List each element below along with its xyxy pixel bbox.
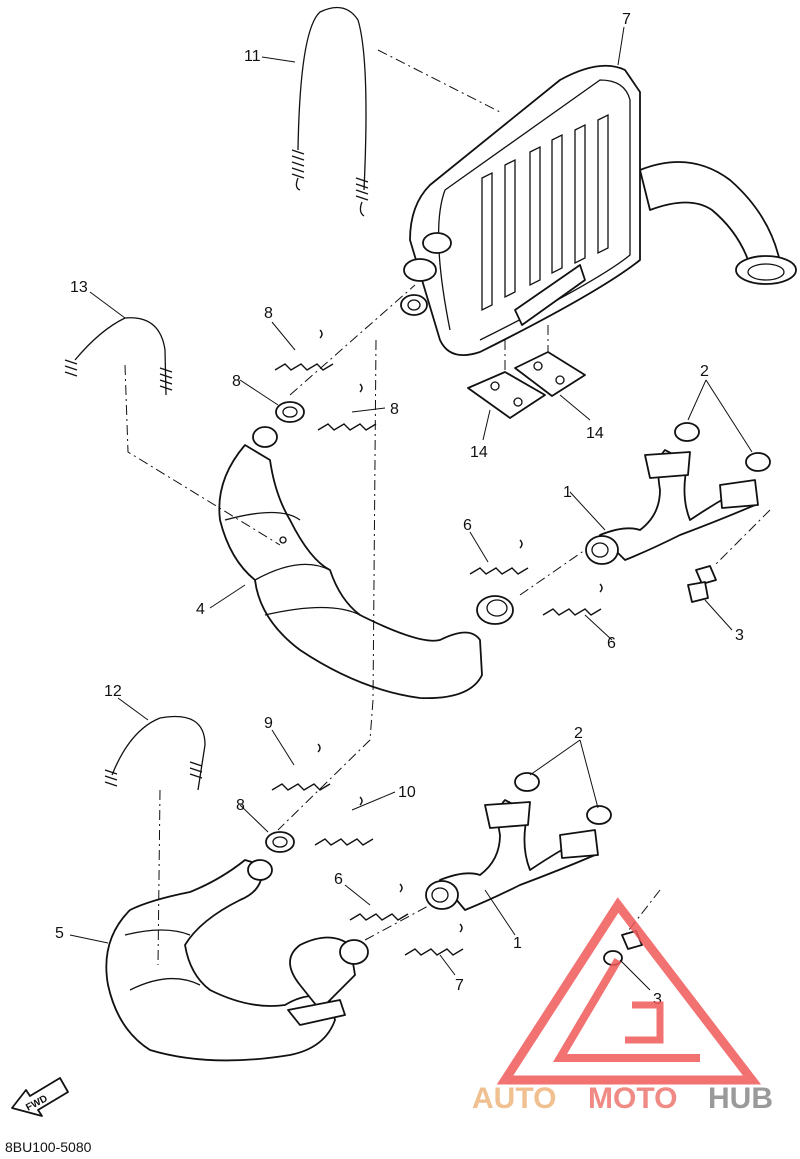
diagram-code: 8BU100-5080 xyxy=(5,1139,92,1155)
spring-part-8-upper-a xyxy=(274,329,334,371)
callout-5: 5 xyxy=(55,925,64,942)
callout-6-c: 6 xyxy=(334,871,343,888)
gasket-part-2-upper xyxy=(674,422,771,472)
callout-10: 12 xyxy=(104,683,122,700)
callout-9: 11 xyxy=(244,48,261,65)
spring-part-8-upper-b xyxy=(317,383,377,431)
callout-labels: 7 11 13 8 8 8 14 14 2 1 6 6 3 4 12 9 10 … xyxy=(55,11,744,1008)
callout-7-b: 8 xyxy=(236,797,245,814)
callout-6-d: 7 xyxy=(455,977,464,994)
assembly-lines xyxy=(124,49,771,966)
callout-2-b: 2 xyxy=(574,725,583,742)
watermark-moto: MOTO xyxy=(588,1082,677,1115)
callout-3-a: 3 xyxy=(735,627,744,644)
forward-arrow: FWD xyxy=(11,1077,69,1117)
exhaust-pipe-part-4 xyxy=(218,426,514,700)
callout-3-b: 3 xyxy=(653,991,662,1008)
callout-8-b: 8 xyxy=(390,401,399,418)
callout-11: 13 xyxy=(70,279,88,296)
callout-7-a: 8 xyxy=(232,373,241,390)
spring-part-8-lower-a xyxy=(271,743,331,791)
muffler-part-12 xyxy=(400,64,797,356)
callout-14: 14 xyxy=(586,425,604,442)
callout-6-a: 6 xyxy=(463,517,472,534)
spring-part-6-d xyxy=(404,923,464,956)
spring-part-11 xyxy=(64,317,173,396)
callout-13: 14 xyxy=(470,444,488,461)
watermark-auto: AUTO xyxy=(472,1082,556,1115)
bolt-part-3-upper xyxy=(687,565,717,603)
leader-lines xyxy=(69,26,753,991)
spring-part-9 xyxy=(291,6,369,217)
gasket-part-7-upper xyxy=(275,401,305,423)
spring-part-6-b xyxy=(542,583,603,616)
spring-part-6-c xyxy=(349,883,409,921)
spring-part-8-lower-b xyxy=(314,796,374,846)
exhaust-pipe-part-5 xyxy=(105,859,369,1062)
callout-12: 7 xyxy=(622,11,631,28)
gasket-part-2-lower xyxy=(514,772,612,825)
spring-part-10 xyxy=(104,715,206,791)
watermark-text: AUTO MOTO HUB xyxy=(472,1082,773,1115)
callout-2-a: 2 xyxy=(700,363,709,380)
callout-4: 4 xyxy=(196,601,205,618)
callout-8-a: 8 xyxy=(264,305,273,322)
bracket-part-14 xyxy=(514,351,586,397)
gasket-part-7-lower xyxy=(265,831,295,853)
callout-1-a: 1 xyxy=(563,484,572,501)
callout-6-b: 6 xyxy=(607,635,616,652)
callout-8-d: 10 xyxy=(398,784,416,801)
spring-part-6-a xyxy=(469,539,529,575)
callout-1-b: 1 xyxy=(513,935,522,952)
joint-pipe-part-1-lower xyxy=(425,799,599,911)
watermark-hub: HUB xyxy=(708,1082,773,1115)
callout-8-c: 9 xyxy=(264,715,273,732)
bracket-part-13 xyxy=(467,371,546,419)
watermark-logo xyxy=(496,897,762,1085)
joint-pipe-part-1-upper xyxy=(585,449,759,565)
